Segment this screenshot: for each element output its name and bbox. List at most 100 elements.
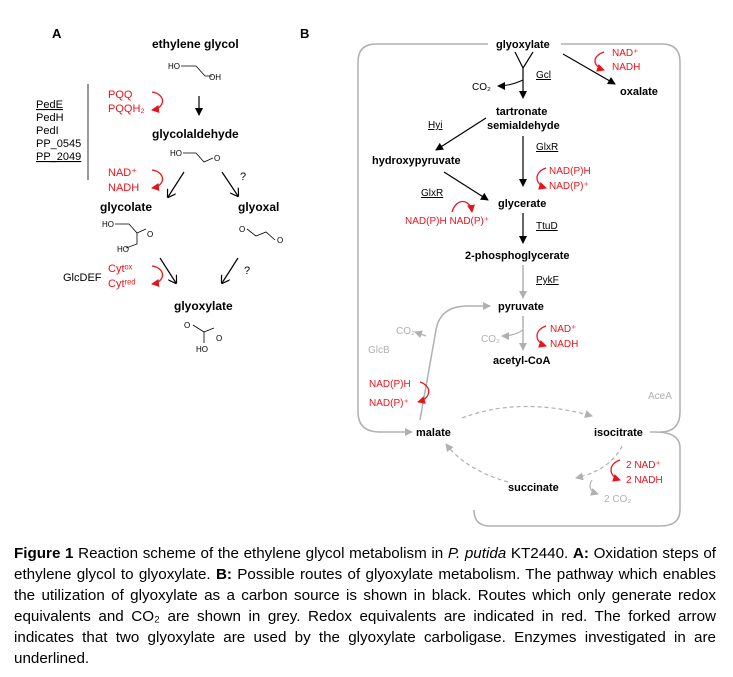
glycolaldehyde-structure [183,152,214,163]
idh-redox-arrow [610,459,621,482]
question-2: ? [244,265,250,277]
glyoxal-label: glyoxal [238,200,279,214]
nadh-a-label: NADH [108,182,139,194]
caption-a: A: [572,545,589,562]
hydroxypyruvate-label: hydroxypyruvate [372,155,461,167]
glycolaldehyde-label: glycolaldehyde [152,127,239,141]
panel-a-label: A [52,26,62,41]
glycolate-structure [115,223,147,249]
tca-arc-right [575,445,623,481]
caption-p1: Reaction scheme of the ethylene glycol m… [73,545,448,562]
glycolate-ho: HO [102,220,114,229]
eg-ho: HO [168,62,180,71]
question-1: ? [240,171,246,183]
caption-p3: Oxidation steps of ethylene glycol to gl… [14,545,716,583]
arrow-tartronate-to-hydroxypyruvate [435,117,487,151]
enzyme-pp0545: PP_0545 [36,138,81,150]
pqq-redox-arrow [151,91,164,113]
oxalate-label: oxalate [620,86,658,98]
enzyme-pp2049: PP_2049 [36,151,81,163]
glyoxal-o2: O [277,236,283,245]
pqq-label: PQQ [108,89,133,101]
nadh-top-label: NADH [612,62,640,73]
eg-oh: OH [209,73,221,82]
cytred-label: Cytʳᵉᵈ [108,278,135,290]
grey-loop-right [561,43,681,433]
gcl-co2-arrow [497,79,524,90]
nad-a-label: NAD⁺ [108,167,137,179]
2pg-label: 2-phosphoglycerate [465,250,570,262]
arrow-ga-to-glyoxal [221,171,238,196]
co2-2-arrow [589,479,599,496]
caption-species: P. putida [447,545,507,562]
glyoxylate-a-label: glyoxylate [174,299,233,313]
pdh-redox-arrow [536,325,547,348]
nad-mid-label: NAD⁺ [550,324,576,335]
pyruvate-label: pyruvate [498,301,544,313]
glcb-label: GlcB [368,345,390,356]
nad-top-label: NAD⁺ [612,48,638,59]
eg-structure [181,65,212,77]
co2-a-label: CO₂ [396,326,415,337]
co2-2-label: 2 CO₂ [604,494,631,505]
pathway-diagram: A ethylene glycol HO OH PedE PedH PedI P… [36,26,681,527]
nadh-mid-label: NADH [550,339,578,350]
arrow-ga-to-glycolate [168,171,185,197]
arrow-glyoxylate-to-oxalate [562,53,616,85]
caption-fig: Figure 1 [14,545,74,562]
gcl-forked-arrow [514,51,534,98]
ga-o: O [214,154,220,163]
nadph-right-label: NAD(P)H [549,166,591,177]
co2-pdh-arrow [501,329,524,340]
tartronate-label-2: semialdehyde [487,120,560,132]
cyt-redox-arrow [151,265,164,287]
glxr2-label: GlxR [421,188,443,199]
arrow-glycolate-to-glyoxylate [159,257,176,283]
caption-p2: KT2440. [506,545,573,562]
ga-ho: HO [170,149,182,158]
glycerate-label: glycerate [498,198,546,210]
caption-b: B: [215,566,232,583]
glxr-redox-arrow [536,167,547,190]
succinate-label: succinate [508,482,559,494]
glxr2-redox-arrow [451,200,475,213]
nadp-right-label: NAD(P)⁺ [549,181,589,192]
arrow-glyoxal-to-glyoxylate [222,257,239,283]
malate-redox-arrow [417,381,430,404]
nadp-malate-label: NAD(P)⁺ [369,398,409,409]
pqqh2-label: PQQH₂ [108,103,145,115]
acea-label: AceA [648,391,672,402]
tartronate-label-1: tartronate [496,106,547,118]
tca-arc-top [461,405,593,419]
enzyme-pedi: PedI [36,125,59,137]
glycolate-label: glycolate [100,200,152,214]
enzyme-pede: PedE [36,99,63,111]
nad-top-redox-arrow [594,51,605,72]
glxr-label: GlxR [536,142,558,153]
glycolate-ho2: HO [117,245,129,254]
glycolate-o: O [147,230,153,239]
co2-glcb-arrow [414,330,427,339]
nadh2-label: 2 NADH [626,475,663,486]
figure-caption: Figure 1 Reaction scheme of the ethylene… [14,543,716,669]
tca-arc-left [445,443,509,483]
glyoxal-o1: O [239,225,245,234]
co2-gcl: CO₂ [472,82,491,93]
ttud-label: TtuD [536,221,558,232]
nadph-malate-label: NAD(P)H [369,379,411,390]
pykf-label: PykF [536,275,559,286]
malate-label: malate [416,427,451,439]
glyoxal-structure [246,228,276,241]
hyi-label: Hyi [428,120,442,131]
glyoxylate-a-ho: HO [196,345,208,354]
grey-loop-left [357,43,488,436]
acetylcoa-label: acetyl-CoA [493,355,551,367]
nadph-left-pair: NAD(P)H NAD(P)⁺ [405,216,489,227]
grey-loop-bottom [473,431,681,527]
caption-p4: Possible routes of glyoxylate metabolism… [14,566,716,667]
cytox-label: Cytᵒˣ [108,263,133,275]
enzyme-pedh: PedH [36,112,64,124]
ethylene-glycol-label: ethylene glycol [152,37,239,51]
nad-a-redox-arrow [151,169,164,191]
isocitrate-label: isocitrate [594,427,643,439]
